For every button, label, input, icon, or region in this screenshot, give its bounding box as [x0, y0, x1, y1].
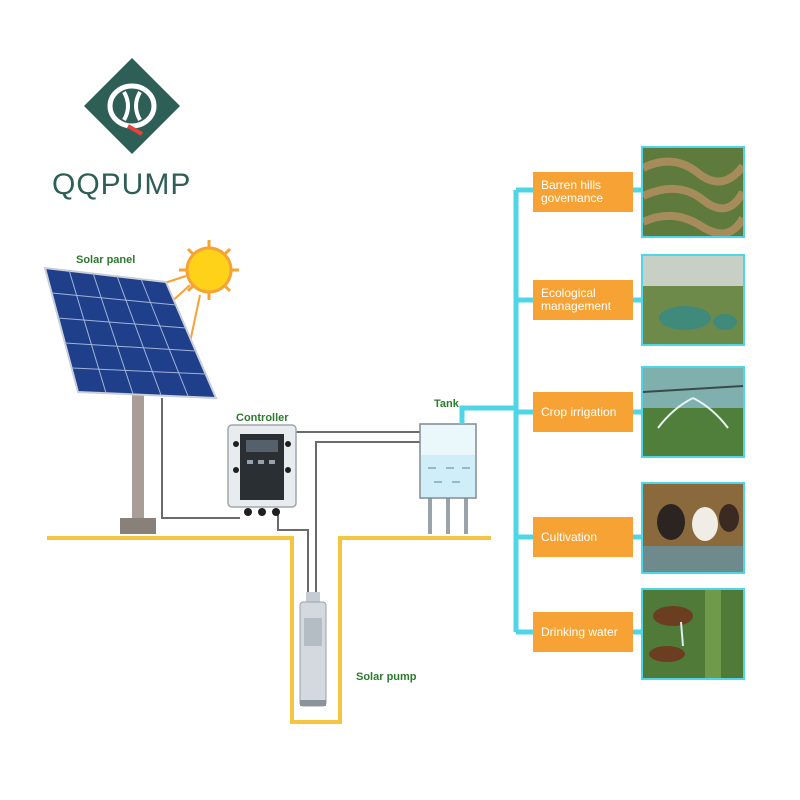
sun-icon: [179, 240, 239, 300]
drinking-water-photo: [641, 588, 745, 680]
qqpump-logo-icon: [84, 58, 180, 154]
tank-label: Tank: [434, 398, 459, 410]
cultivation-photo: [641, 482, 745, 574]
application-label-line: Barren hills: [541, 178, 602, 192]
crop-irrigation-photo: [641, 366, 745, 458]
solar-panel-label: Solar panel: [76, 254, 136, 266]
application-label-line: Ecological: [541, 286, 596, 300]
ecological-management-photo: [641, 254, 745, 346]
ground-and-well: [47, 536, 491, 724]
barren-hills-photo: [641, 146, 745, 238]
application-cultivation: Cultivation: [533, 517, 633, 557]
application-label-line: management: [541, 299, 612, 313]
solar-pump-label: Solar pump: [356, 671, 417, 683]
water-tank: [419, 423, 477, 534]
application-label: Drinking water: [541, 624, 618, 639]
wiring: [161, 398, 424, 594]
application-label-line: govemance: [541, 191, 604, 205]
application-label: Cultivation: [541, 529, 598, 544]
brand-name: QQPUMP: [52, 168, 192, 201]
distribution-pipes: [459, 187, 641, 635]
solar-pump-icon: [299, 592, 327, 707]
solar-panel: [43, 266, 218, 534]
controller-box: [227, 424, 297, 516]
application-drinking-water: Drinking water: [533, 612, 633, 652]
application-crop-irrigation: Crop irrigation: [533, 392, 633, 432]
application-label: Crop irrigation: [541, 404, 617, 419]
controller-label: Controller: [236, 412, 289, 424]
